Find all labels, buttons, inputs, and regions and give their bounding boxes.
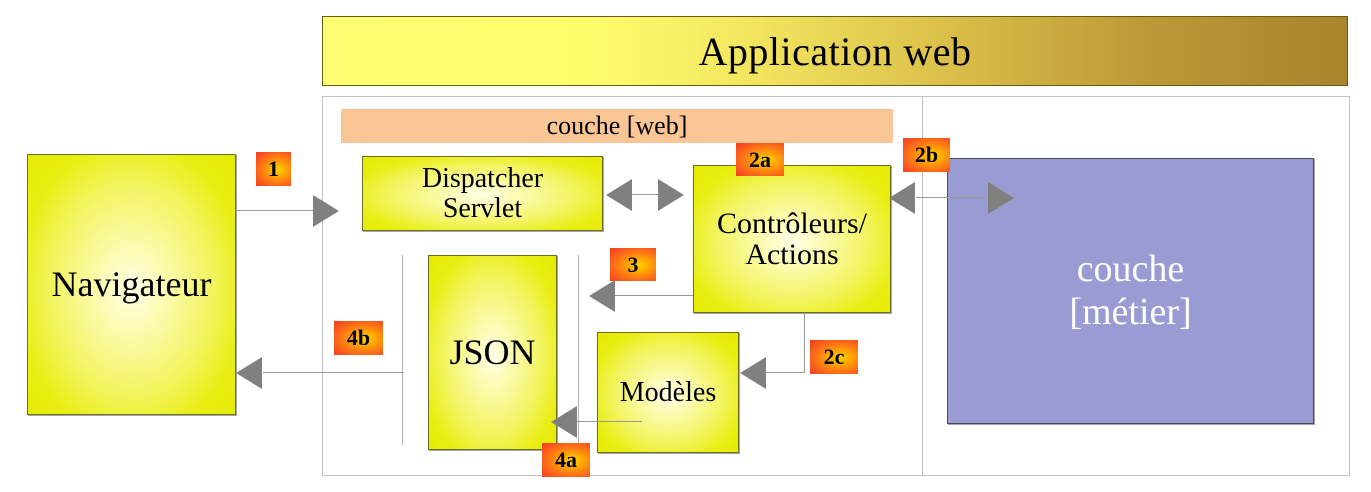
application-title-banner: Application web: [322, 16, 1348, 86]
connector-2c-line-horizontal: [766, 372, 805, 373]
flow-badge-2b[interactable]: 2b: [903, 138, 950, 172]
node-modeles[interactable]: Modèles: [597, 332, 739, 453]
connector-2b-line-left: [916, 197, 944, 198]
connector-2c-line-vertical: [804, 313, 805, 373]
flow-badge-3[interactable]: 3: [610, 248, 656, 281]
node-navigateur-label: Navigateur: [51, 263, 212, 304]
web-business-divider: [922, 96, 923, 476]
connector-2a-arrowhead-right: [658, 179, 684, 211]
rail-right: [578, 255, 579, 451]
node-json[interactable]: JSON: [428, 255, 557, 450]
flow-badge-4b[interactable]: 4b: [334, 321, 383, 355]
connector-2b-arrowhead-right: [988, 182, 1014, 214]
rail-left: [402, 255, 403, 445]
node-couche-metier-label-line1: couche: [1076, 248, 1185, 291]
node-controleurs-actions-label: Contrôleurs/ Actions: [717, 206, 867, 271]
flow-badge-2c[interactable]: 2c: [810, 340, 858, 374]
connector-4a-arrowhead: [551, 406, 577, 438]
flow-badge-4a[interactable]: 4a: [542, 443, 590, 477]
connector-2c-arrowhead: [740, 357, 766, 389]
node-dispatcher-servlet-label-line2: Servlet: [442, 192, 523, 224]
connector-3-arrowhead: [589, 280, 615, 312]
web-layer-band: couche [web]: [341, 109, 893, 143]
connector-2b-arrowhead-left: [889, 182, 915, 214]
node-dispatcher-servlet[interactable]: Dispatcher Servlet: [362, 156, 603, 231]
connector-3-line: [615, 295, 693, 296]
flow-badge-1[interactable]: 1: [256, 152, 291, 186]
node-dispatcher-servlet-label-line1: Dispatcher: [421, 163, 544, 195]
connector-4b-arrowhead: [236, 357, 262, 389]
node-controleurs-actions-label-line2: Actions: [745, 238, 839, 271]
node-json-label: JSON: [449, 331, 536, 372]
connector-2a-arrowhead-left: [606, 179, 632, 211]
connector-2a-line: [626, 194, 670, 195]
node-couche-metier-label: couche [métier]: [1069, 248, 1191, 333]
flow-badge-2a[interactable]: 2a: [736, 143, 784, 176]
node-controleurs-actions-label-line1: Contrôleurs/: [717, 206, 867, 240]
connector-4a-line: [570, 421, 642, 422]
connector-2b-line-right: [944, 197, 992, 198]
node-navigateur[interactable]: Navigateur: [27, 154, 236, 415]
node-dispatcher-servlet-label: Dispatcher Servlet: [422, 164, 543, 223]
application-title-text: Application web: [698, 28, 972, 74]
node-couche-metier-label-line2: [métier]: [1069, 291, 1192, 333]
connector-1-line: [236, 210, 316, 211]
node-controleurs-actions[interactable]: Contrôleurs/ Actions: [693, 165, 891, 313]
connector-4b-line: [263, 372, 404, 373]
connector-1-arrowhead: [313, 195, 339, 227]
web-layer-label: couche [web]: [546, 111, 688, 140]
node-modeles-label: Modèles: [619, 376, 717, 408]
